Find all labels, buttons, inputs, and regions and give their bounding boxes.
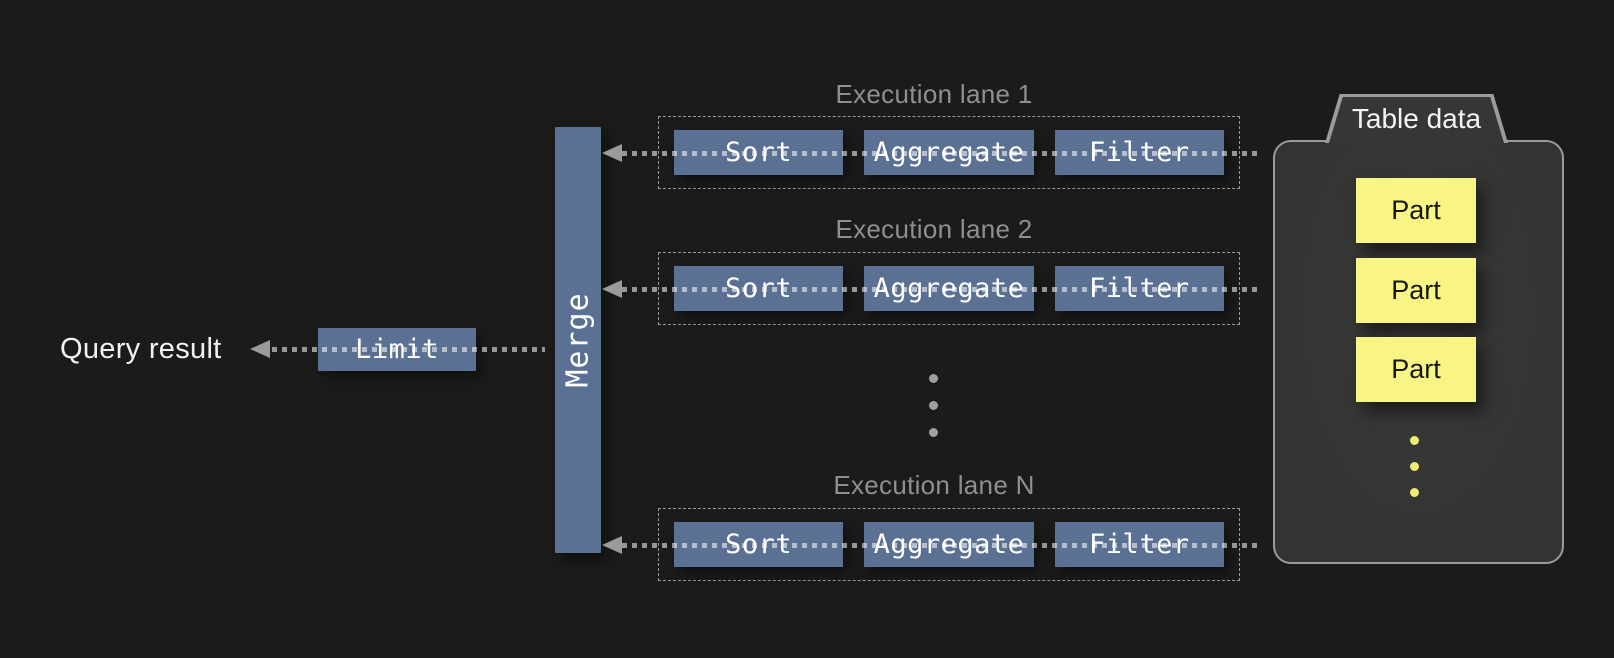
table-data-tab <box>1325 94 1508 143</box>
table-data-tab-fill <box>1329 96 1504 143</box>
part-node: Part <box>1356 258 1476 323</box>
ellipsis-dot <box>1410 462 1419 471</box>
lane-1-title: Execution lane 1 <box>835 79 1033 109</box>
merge-node: Merge <box>555 127 601 553</box>
table-data-title: Table data <box>1351 103 1482 134</box>
ellipsis-dot <box>929 374 938 383</box>
connector-merge-to-result <box>272 347 545 352</box>
connector-lane-2 <box>622 287 1258 292</box>
connector-lane-1 <box>622 151 1258 156</box>
connector-lane-n <box>622 543 1258 548</box>
ellipsis-dot <box>1410 436 1419 445</box>
lane-2-title: Execution lane 2 <box>835 214 1033 244</box>
ellipsis-dot <box>1410 488 1419 497</box>
part-node: Part <box>1356 178 1476 243</box>
part-node: Part <box>1356 337 1476 402</box>
arrowhead-left-icon <box>602 536 622 554</box>
arrowhead-left-icon <box>250 340 270 358</box>
limit-node-label: Limit <box>355 334 439 365</box>
arrowhead-left-icon <box>602 280 622 298</box>
arrowhead-left-icon <box>602 144 622 162</box>
merge-node-label: Merge <box>560 292 596 388</box>
query-result-label: Query result <box>60 333 222 365</box>
ellipsis-dot <box>929 401 938 410</box>
ellipsis-dot <box>929 428 938 437</box>
lane-n-title: Execution lane N <box>833 470 1035 500</box>
